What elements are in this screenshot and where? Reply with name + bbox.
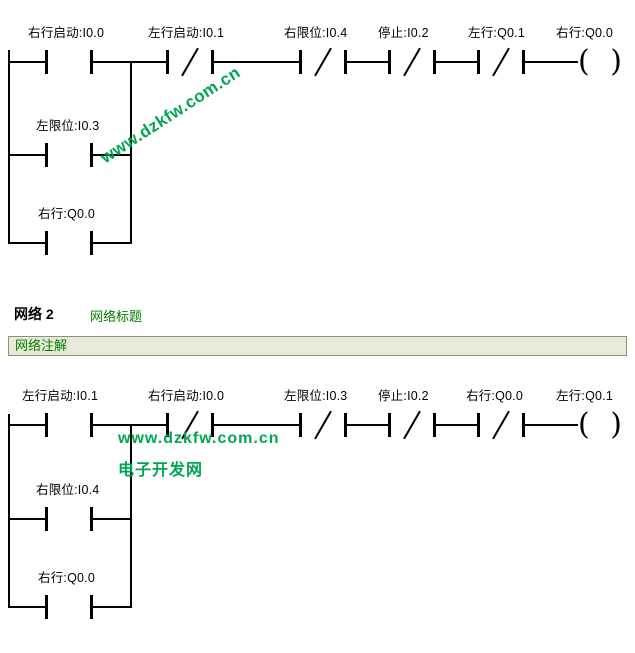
contact-label: 停止:I0.2 <box>378 389 429 403</box>
contact-label: 左行启动:I0.1 <box>148 26 225 40</box>
nc-contact[interactable] <box>388 410 436 440</box>
contact-label: 左限位:I0.3 <box>284 389 348 403</box>
coil-label: 左行:Q0.1 <box>556 389 613 403</box>
contact-label: 右行启动:I0.0 <box>28 26 105 40</box>
output-coil[interactable]: () <box>578 44 622 79</box>
network2-comment-bar[interactable]: 网络注解 <box>8 336 627 356</box>
branch-vertical-wire <box>130 424 132 608</box>
coil-label: 右行:Q0.0 <box>556 26 613 40</box>
coil-left-paren: ( <box>578 407 590 442</box>
coil-right-paren: ) <box>610 407 622 442</box>
contact-label: 右限位:I0.4 <box>284 26 348 40</box>
contact-label: 左限位:I0.3 <box>36 119 100 133</box>
watermark-site-name: 电子开发网 <box>118 462 204 479</box>
coil-left-paren: ( <box>578 44 590 79</box>
nc-contact[interactable] <box>477 47 525 77</box>
no-contact[interactable] <box>45 413 93 437</box>
contact-label: 右限位:I0.4 <box>36 483 100 497</box>
no-contact[interactable] <box>45 231 93 255</box>
no-contact[interactable] <box>45 50 93 74</box>
contact-label: 右行:Q0.0 <box>38 571 95 585</box>
nc-contact[interactable] <box>166 47 214 77</box>
rung-wire <box>8 61 580 63</box>
contact-label: 右行启动:I0.0 <box>148 389 225 403</box>
output-coil[interactable]: () <box>578 407 622 442</box>
network2-title: 网络 2 <box>14 306 54 322</box>
nc-contact[interactable] <box>477 410 525 440</box>
contact-label: 左行:Q0.1 <box>468 26 525 40</box>
no-contact[interactable] <box>45 143 93 167</box>
branch-vertical-wire <box>130 61 132 244</box>
rung-wire <box>8 424 580 426</box>
nc-contact[interactable] <box>299 410 347 440</box>
no-contact[interactable] <box>45 595 93 619</box>
nc-contact[interactable] <box>388 47 436 77</box>
contact-label: 右行:Q0.0 <box>38 207 95 221</box>
watermark-url: www.dzkfw.com.cn <box>118 430 280 447</box>
coil-right-paren: ) <box>610 44 622 79</box>
nc-contact[interactable] <box>166 410 214 440</box>
contact-label: 左行启动:I0.1 <box>22 389 99 403</box>
contact-label: 右行:Q0.0 <box>466 389 523 403</box>
nc-contact[interactable] <box>299 47 347 77</box>
left-power-rail <box>8 414 10 608</box>
no-contact[interactable] <box>45 507 93 531</box>
left-power-rail <box>8 50 10 244</box>
network2-title-label[interactable]: 网络标题 <box>90 309 143 324</box>
watermark-diagonal: www.dzkfw.com.cn <box>97 62 244 168</box>
contact-label: 停止:I0.2 <box>378 26 429 40</box>
